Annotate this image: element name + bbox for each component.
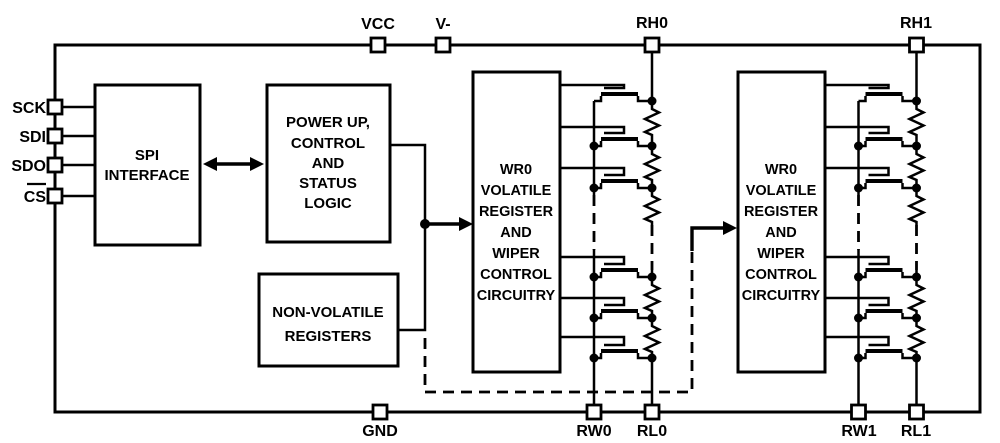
bidirectional-arrow-left-head — [203, 157, 217, 171]
spi-label-line: SPI — [135, 147, 159, 164]
arrow-to-wiper1-line — [690, 226, 725, 251]
nv-label-line: NON-VOLATILE — [272, 304, 383, 321]
pin-label-sdi: SDI — [19, 129, 46, 146]
arrow-to-wiper1-head — [723, 221, 737, 235]
wiper1-label-line: CONTROL — [745, 267, 817, 283]
pin-label-sck: SCK — [12, 100, 46, 117]
control-bus-wire — [390, 143, 427, 332]
vcc-pin — [369, 36, 387, 54]
gnd-pin — [371, 403, 389, 421]
power-label-line: CONTROL — [291, 135, 365, 152]
power-label-line: LOGIC — [304, 195, 352, 212]
wiper1-label-line: CIRCUITRY — [742, 288, 821, 304]
resistor-ladder-channel-0 — [560, 38, 659, 419]
wiper0-label-line: VOLATILE — [481, 183, 552, 199]
power-control-status-block — [265, 83, 392, 244]
wiper1-label-line: REGISTER — [744, 204, 819, 220]
sdi-pin — [46, 127, 64, 145]
nv-label-line: REGISTERS — [285, 328, 372, 345]
pin-label-sdo: SDO — [11, 158, 46, 175]
sdo-pin — [46, 156, 64, 174]
wiper-control-block-1 — [736, 70, 827, 374]
wiper1-label-line: WR0 — [765, 162, 797, 178]
wiper0-label-line: WIPER — [492, 246, 540, 262]
pin-label-gnd: GND — [362, 423, 398, 440]
wiper0-label-line: REGISTER — [479, 204, 554, 220]
vminus-pin — [434, 36, 452, 54]
spi-interface-block — [93, 83, 202, 247]
power-label-line: POWER UP, — [286, 114, 370, 131]
power-label-line: AND — [312, 155, 345, 172]
dashed-continuation-wire — [423, 251, 694, 394]
wiper-control-block-0 — [471, 70, 562, 374]
arrow-to-wiper0-head — [459, 217, 473, 231]
power-label-line: STATUS — [299, 175, 357, 192]
pin-label-vminus: V- — [435, 16, 450, 33]
wiper1-label-line: VOLATILE — [746, 183, 817, 199]
pin-label-rw1: RW1 — [841, 423, 876, 440]
pin-label-cs: CS — [24, 189, 47, 206]
pin-label-rh0: RH0 — [636, 15, 668, 32]
wiper0-label-line: WR0 — [500, 162, 532, 178]
wiper0-label-line: CONTROL — [480, 267, 552, 283]
wiper1-label-line: WIPER — [757, 246, 805, 262]
sck-pin — [46, 98, 64, 116]
nonvolatile-registers-block — [257, 272, 400, 368]
spi-pin-leads — [62, 105, 95, 198]
wiper0-label-line: AND — [500, 225, 531, 241]
pin-label-rw0: RW0 — [576, 423, 611, 440]
resistor-ladder-channel-1 — [825, 38, 924, 419]
wiper0-label-line: CIRCUITRY — [477, 288, 556, 304]
wiper1-label-line: AND — [765, 225, 796, 241]
pin-label-vcc: VCC — [361, 16, 395, 33]
spi-label-line: INTERFACE — [104, 167, 189, 184]
pin-label-rl1: RL1 — [901, 423, 931, 440]
pin-label-rh1: RH1 — [900, 15, 932, 32]
pin-label-rl0: RL0 — [637, 423, 667, 440]
cs-pin — [46, 187, 64, 205]
chip-boundary — [53, 43, 982, 414]
bidirectional-arrow-right-head — [250, 157, 264, 171]
